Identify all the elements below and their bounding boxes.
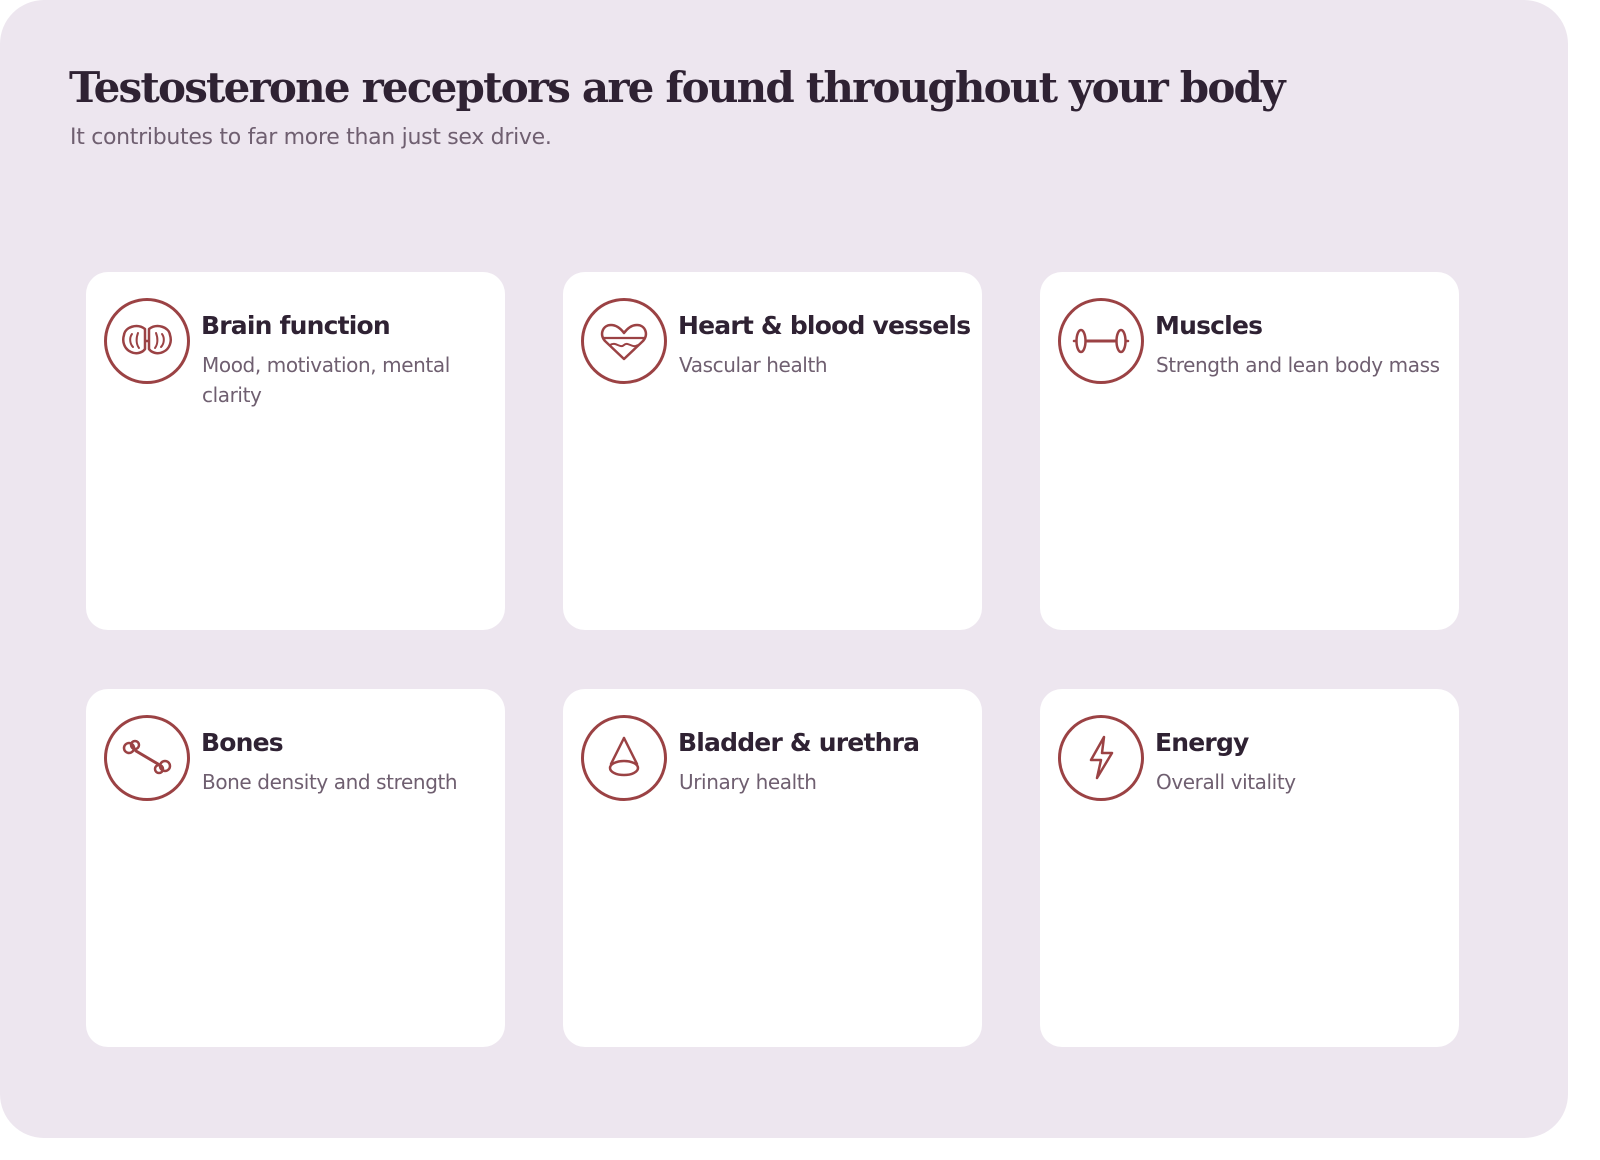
infographic-panel: Testosterone receptors are found through… bbox=[0, 0, 1568, 1138]
card-title: Energy bbox=[1155, 728, 1249, 757]
card-energy: Energy Overall vitality bbox=[1040, 689, 1459, 1047]
page-title: Testosterone receptors are found through… bbox=[69, 63, 1286, 112]
brain-icon bbox=[103, 297, 191, 385]
card-title: Bladder & urethra bbox=[678, 728, 920, 757]
bone-icon bbox=[103, 714, 191, 802]
card-title: Bones bbox=[201, 728, 284, 757]
page-subtitle: It contributes to far more than just sex… bbox=[70, 125, 552, 150]
card-bladder-urethra: Bladder & urethra Urinary health bbox=[563, 689, 982, 1047]
card-description: Bone density and strength bbox=[202, 770, 458, 794]
card-brain-function: Brain function Mood, motivation, mental … bbox=[86, 272, 505, 630]
dumbbell-icon bbox=[1057, 297, 1145, 385]
lightning-icon bbox=[1057, 714, 1145, 802]
heart-icon bbox=[580, 297, 668, 385]
card-description: Strength and lean body mass bbox=[1156, 353, 1440, 377]
card-title: Muscles bbox=[1155, 311, 1263, 340]
bladder-icon bbox=[580, 714, 668, 802]
card-description: Overall vitality bbox=[1156, 770, 1296, 794]
card-muscles: Muscles Strength and lean body mass bbox=[1040, 272, 1459, 630]
card-description: Vascular health bbox=[679, 353, 828, 377]
card-description: Mood, motivation, mental clarity bbox=[202, 353, 450, 407]
card-description: Urinary health bbox=[679, 770, 817, 794]
card-title: Heart & blood vessels bbox=[678, 311, 971, 340]
card-title: Brain function bbox=[201, 311, 391, 340]
card-heart-blood-vessels: Heart & blood vessels Vascular health bbox=[563, 272, 982, 630]
card-bones: Bones Bone density and strength bbox=[86, 689, 505, 1047]
